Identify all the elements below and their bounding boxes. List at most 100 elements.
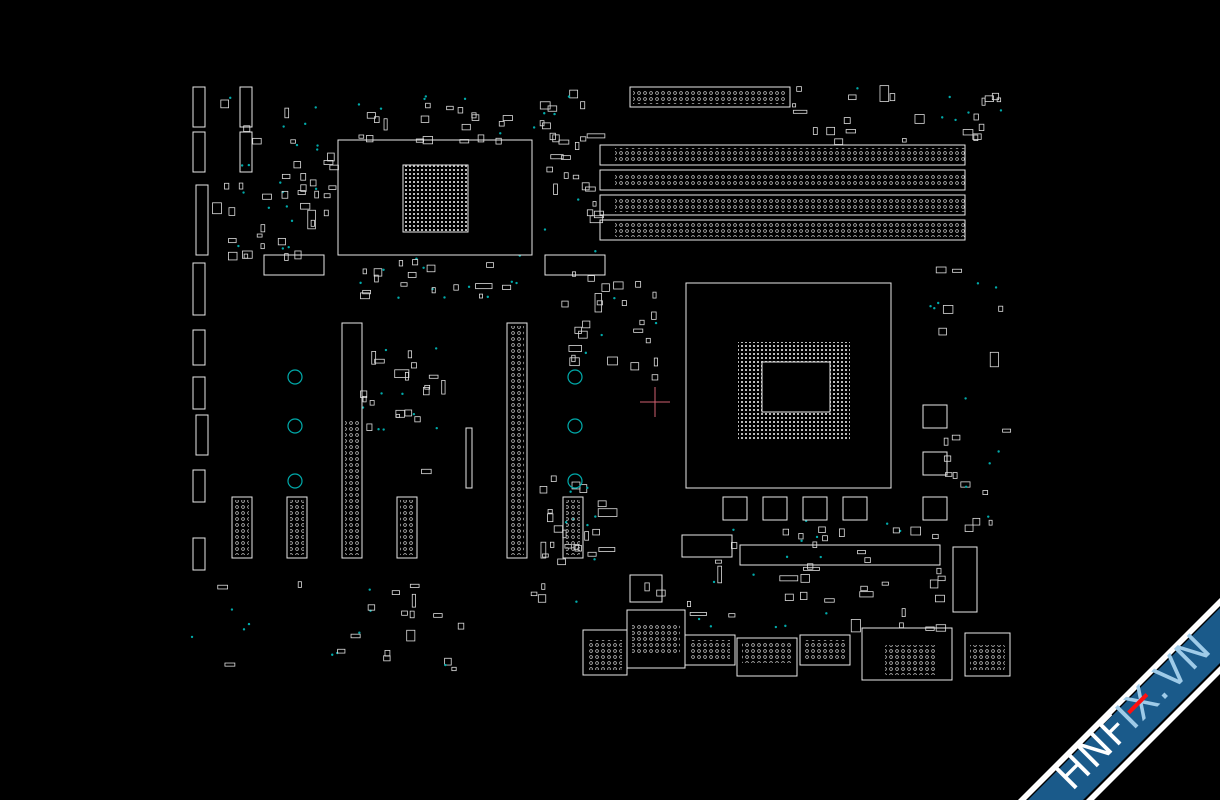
smd-component[interactable] [644,582,650,592]
smd-component[interactable] [633,328,644,333]
test-point[interactable] [593,558,596,561]
smd-component[interactable] [314,190,319,199]
smd-component[interactable] [367,604,376,611]
smd-component[interactable] [601,283,610,292]
test-point[interactable] [314,106,317,109]
test-point[interactable] [732,528,735,532]
smd-component[interactable] [792,109,808,114]
smd-component[interactable] [731,542,738,549]
test-point[interactable] [976,282,980,285]
test-point[interactable] [577,198,580,201]
smd-component[interactable] [962,129,974,136]
test-point[interactable] [937,301,940,305]
smd-component[interactable] [597,508,618,517]
smd-component[interactable] [290,139,296,144]
smd-component[interactable] [252,137,262,145]
smd-component[interactable] [1002,428,1012,433]
smd-component[interactable] [414,416,421,423]
smd-component[interactable] [557,558,566,566]
smd-component[interactable] [581,182,590,191]
smd-component[interactable] [981,97,986,106]
smd-component[interactable] [243,253,249,259]
test-point[interactable] [553,112,556,116]
smd-component[interactable] [242,250,253,259]
smd-component[interactable] [578,330,588,339]
smd-component[interactable] [309,179,317,187]
smd-component[interactable] [224,182,230,190]
smd-component[interactable] [366,135,374,143]
test-point[interactable] [377,427,380,431]
test-point[interactable] [237,244,240,248]
test-point[interactable] [994,286,998,289]
test-point[interactable] [267,206,271,209]
test-point[interactable] [819,555,822,559]
test-point[interactable] [988,462,991,465]
smd-component[interactable] [586,209,594,217]
test-point[interactable] [954,118,957,122]
smd-component[interactable] [630,362,640,371]
smd-component[interactable] [952,472,958,479]
smd-component[interactable] [260,243,265,250]
smd-component[interactable] [845,129,856,134]
smd-component[interactable] [952,268,963,273]
test-point[interactable] [856,87,859,90]
smd-component[interactable] [411,593,416,608]
smd-component[interactable] [406,629,416,642]
test-point[interactable] [929,305,932,308]
smd-component[interactable] [461,123,471,131]
smd-component[interactable] [323,209,329,217]
smd-component[interactable] [374,358,385,364]
smd-component[interactable] [366,112,376,119]
smd-component[interactable] [542,553,549,558]
test-point[interactable] [532,126,536,129]
smd-component[interactable] [238,182,244,190]
test-point[interactable] [712,580,716,584]
test-point[interactable] [613,296,616,300]
test-point[interactable] [358,631,361,634]
smd-component[interactable] [444,657,452,666]
smd-component[interactable] [850,619,861,633]
smd-component[interactable] [951,434,961,441]
test-point[interactable] [885,522,889,525]
test-point[interactable] [575,600,578,603]
test-point[interactable] [242,191,245,194]
smd-component[interactable] [421,468,432,475]
smd-component[interactable] [553,525,564,533]
test-point[interactable] [422,266,425,269]
smd-component[interactable] [914,114,925,124]
smd-component[interactable] [826,126,836,136]
smd-component[interactable] [383,655,391,662]
smd-component[interactable] [779,575,799,582]
smd-component[interactable] [561,300,569,308]
smd-component[interactable] [978,123,985,131]
smd-component[interactable] [689,612,707,616]
test-point[interactable] [594,515,597,518]
test-point[interactable] [242,628,246,631]
test-point[interactable] [774,625,778,629]
smd-component[interactable] [383,118,388,131]
smd-component[interactable] [848,94,857,101]
smd-component[interactable] [486,262,494,268]
smd-component[interactable] [284,107,290,119]
test-point[interactable] [510,280,514,284]
smd-component[interactable] [964,524,974,532]
smd-component[interactable] [938,327,947,336]
smd-component[interactable] [384,649,391,657]
smd-component[interactable] [651,374,659,381]
smd-component[interactable] [446,105,454,111]
smd-component[interactable] [228,207,236,216]
test-point[interactable] [281,247,285,250]
smd-component[interactable] [943,437,949,446]
smd-component[interactable] [374,116,380,123]
smd-component[interactable] [597,500,607,508]
smd-component[interactable] [300,173,307,181]
smd-component[interactable] [498,121,505,127]
smd-component[interactable] [293,161,302,169]
smd-component[interactable] [937,575,946,582]
smd-component[interactable] [451,666,457,672]
smd-component[interactable] [281,190,289,199]
test-point[interactable] [443,296,446,299]
smd-component[interactable] [639,319,645,326]
smd-component[interactable] [262,193,272,200]
test-point[interactable] [825,612,828,615]
